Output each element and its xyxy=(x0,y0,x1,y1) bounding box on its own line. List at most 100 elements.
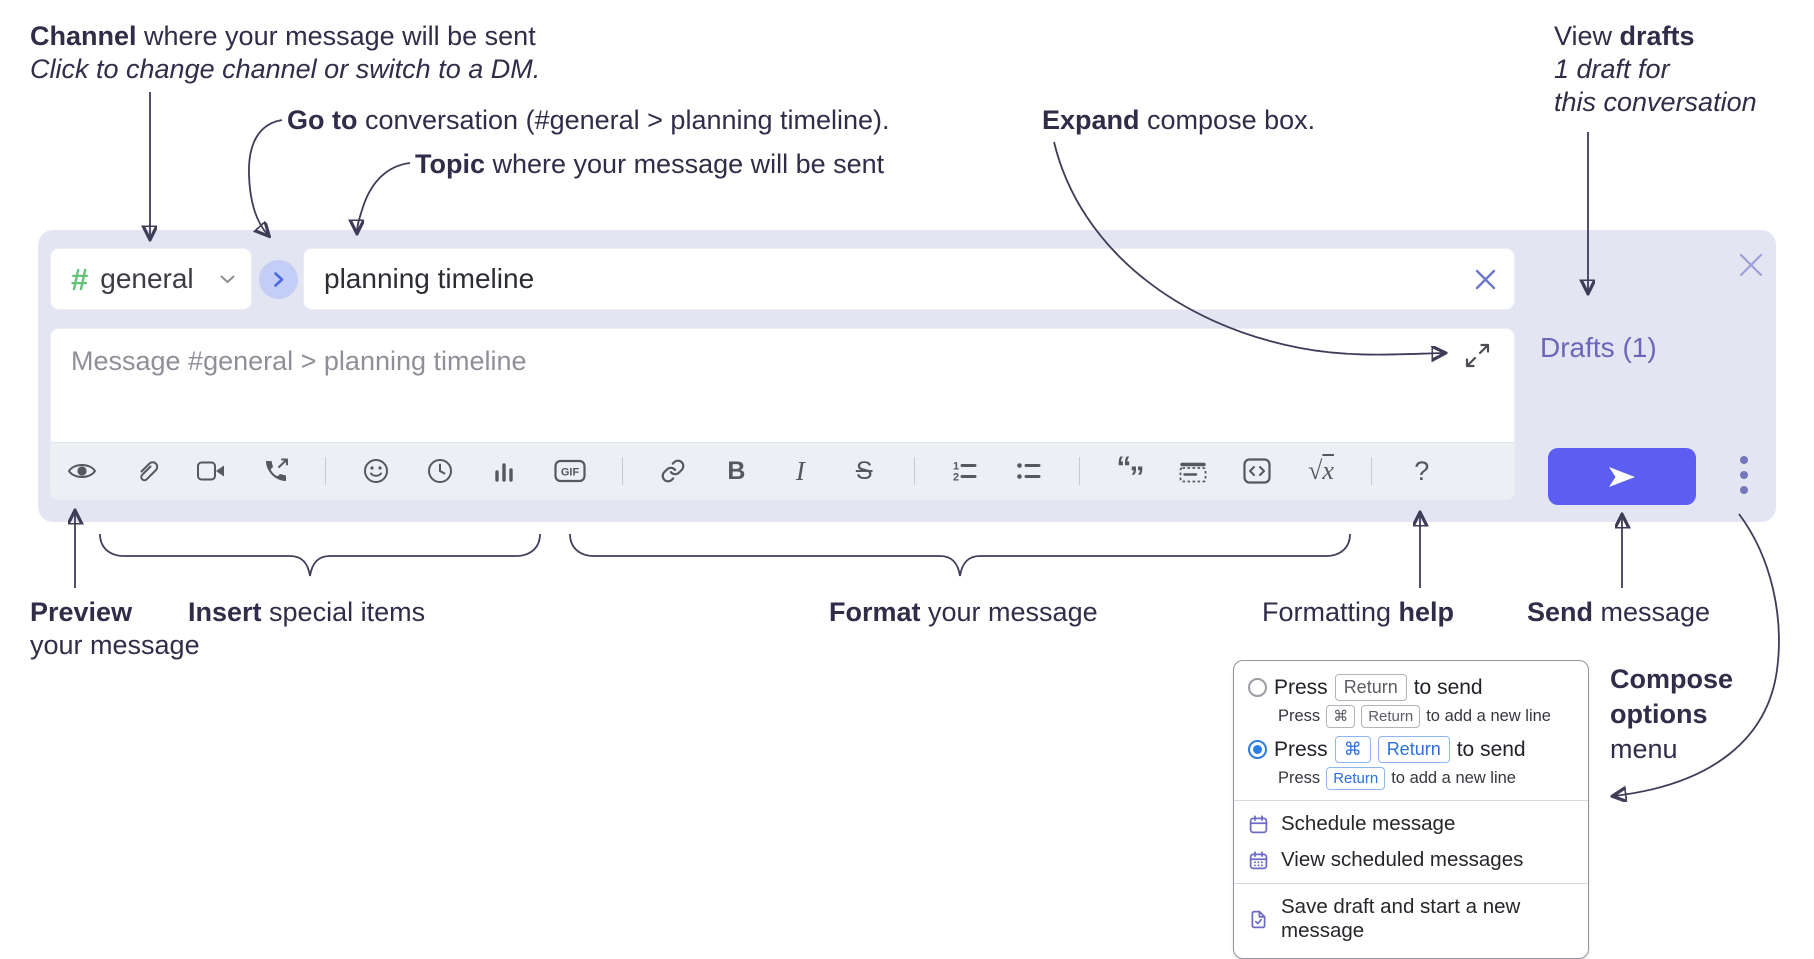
view-drafts-line2: 1 draft for xyxy=(1554,54,1670,84)
close-compose-icon[interactable] xyxy=(1738,252,1764,278)
toolbar-divider xyxy=(914,457,916,485)
enter-sends-option[interactable]: Press Return to send xyxy=(1234,671,1588,703)
svg-text:2: 2 xyxy=(953,472,959,484)
audio-call-icon[interactable] xyxy=(262,454,290,488)
attach-paperclip-icon[interactable] xyxy=(133,454,161,488)
enter-sends-option-subtext: Press ⌘ Return to add a new line xyxy=(1234,703,1588,733)
compose-box: # general planning timeline Message #gen… xyxy=(38,230,1776,522)
chevron-down-icon xyxy=(220,275,235,283)
send-annotation-bold: Send xyxy=(1527,597,1594,627)
calendar-icon xyxy=(1249,814,1268,833)
calendar-grid-icon xyxy=(1249,850,1268,869)
compose-options-menu-button[interactable] xyxy=(1730,456,1758,494)
schedule-message-item[interactable]: Schedule message xyxy=(1234,806,1588,842)
compose-options-line3: menu xyxy=(1610,734,1678,764)
clear-topic-icon[interactable] xyxy=(1475,269,1496,290)
radio-unselected-icon[interactable] xyxy=(1248,678,1267,697)
cmd-enter-sends-option-subtext: Press Return to add a new line xyxy=(1234,765,1588,795)
italic-icon[interactable]: I xyxy=(795,455,805,486)
preview-annotation: Preview your message xyxy=(30,596,200,662)
view-scheduled-messages-item[interactable]: View scheduled messages xyxy=(1234,842,1588,878)
view-drafts-pre: View xyxy=(1554,21,1620,51)
expand-compose-icon[interactable] xyxy=(1465,343,1490,368)
preview-annotation-bold: Preview xyxy=(30,597,133,627)
link-icon[interactable] xyxy=(659,454,687,488)
goto-annotation: Go to conversation (#general > planning … xyxy=(287,104,890,137)
channel-annotation-rest: where your message will be sent xyxy=(136,21,536,51)
quote-icon[interactable]: “” xyxy=(1116,451,1144,494)
insert-annotation: Insert special items xyxy=(188,596,425,629)
expand-annotation: Expand compose box. xyxy=(1042,104,1315,137)
option1-press: Press xyxy=(1274,675,1328,699)
formatting-help-annotation: Formatting help xyxy=(1262,596,1454,629)
time-icon[interactable] xyxy=(426,454,454,488)
option2-tail: to send xyxy=(1456,737,1526,761)
cmd-enter-sends-option[interactable]: Press ⌘ Return to send xyxy=(1234,733,1588,765)
emoji-icon[interactable] xyxy=(362,454,390,488)
option1-tail: to send xyxy=(1413,675,1483,699)
goto-annotation-bold: Go to xyxy=(287,105,358,135)
chevron-right-icon xyxy=(273,272,283,287)
draft-note-icon xyxy=(1251,910,1266,928)
option2-press: Press xyxy=(1274,737,1328,761)
toolbar-divider xyxy=(325,457,327,485)
goto-pointer-curve xyxy=(248,119,283,235)
spoiler-icon[interactable] xyxy=(1179,454,1207,488)
cmd-keycap-blue: ⌘ xyxy=(1334,736,1371,763)
insert-brace xyxy=(99,533,541,577)
insert-annotation-bold: Insert xyxy=(188,597,262,627)
compose-options-bold1: Compose xyxy=(1610,664,1734,694)
gif-icon[interactable]: GIF xyxy=(554,454,586,488)
go-to-conversation-button[interactable] xyxy=(259,260,298,299)
strikethrough-icon[interactable]: S xyxy=(855,456,873,485)
channel-annotation: Channel where your message will be sent … xyxy=(30,20,540,86)
topic-input[interactable]: planning timeline xyxy=(303,248,1515,310)
send-button[interactable] xyxy=(1548,448,1696,505)
channel-hash-icon: # xyxy=(71,261,89,297)
topic-input-value: planning timeline xyxy=(324,263,535,294)
return-keycap-blue: Return xyxy=(1326,767,1386,790)
channel-annotation-bold: Channel xyxy=(30,21,137,51)
format-brace xyxy=(569,533,1351,577)
code-icon[interactable] xyxy=(1243,454,1271,488)
formatting-help-pre: Formatting xyxy=(1262,597,1399,627)
return-keycap-blue: Return xyxy=(1377,736,1450,763)
radio-selected-icon[interactable] xyxy=(1248,740,1267,759)
bold-icon[interactable]: B xyxy=(727,456,746,485)
channel-annotation-sub: Click to change channel or switch to a D… xyxy=(30,54,541,84)
return-keycap: Return xyxy=(1361,705,1421,728)
preview-eye-icon[interactable] xyxy=(67,454,97,488)
compose-options-annotation: Compose options menu xyxy=(1610,662,1733,767)
message-placeholder: Message #general > planning timeline xyxy=(71,346,527,376)
format-annotation: Format your message xyxy=(829,596,1098,629)
view-drafts-line3: this conversation xyxy=(1554,87,1757,117)
topic-annotation: Topic where your message will be sent xyxy=(415,148,884,181)
channel-selector[interactable]: # general xyxy=(50,248,252,310)
bulleted-list-icon[interactable] xyxy=(1015,454,1043,488)
cmd-keycap: ⌘ xyxy=(1326,705,1356,728)
send-annotation-rest: message xyxy=(1593,597,1711,627)
insert-annotation-rest: special items xyxy=(261,597,426,627)
topic-annotation-rest: where your message will be sent xyxy=(485,149,885,179)
math-icon[interactable]: √x xyxy=(1308,456,1334,485)
svg-text:GIF: GIF xyxy=(561,467,580,479)
goto-annotation-rest: conversation (#general > planning timeli… xyxy=(357,105,890,135)
poll-chart-icon[interactable] xyxy=(490,454,518,488)
video-call-icon[interactable] xyxy=(196,454,226,488)
topic-pointer-curve xyxy=(357,162,411,232)
expand-annotation-rest: compose box. xyxy=(1139,105,1316,135)
compose-options-popup: Press Return to send Press ⌘ Return to a… xyxy=(1233,660,1589,959)
format-annotation-rest: your message xyxy=(920,597,1098,627)
message-formatting-help-icon[interactable]: ? xyxy=(1414,455,1430,486)
message-compose-area: Message #general > planning timeline xyxy=(50,328,1515,500)
channel-name: general xyxy=(100,263,194,294)
popup-divider xyxy=(1234,800,1588,801)
message-input[interactable]: Message #general > planning timeline xyxy=(51,329,1514,443)
send-annotation: Send message xyxy=(1527,596,1710,629)
drafts-link[interactable]: Drafts (1) xyxy=(1540,332,1657,363)
save-draft-item[interactable]: Save draft and start a new message xyxy=(1234,889,1588,949)
format-annotation-bold: Format xyxy=(829,597,921,627)
send-plane-icon xyxy=(1609,466,1635,487)
